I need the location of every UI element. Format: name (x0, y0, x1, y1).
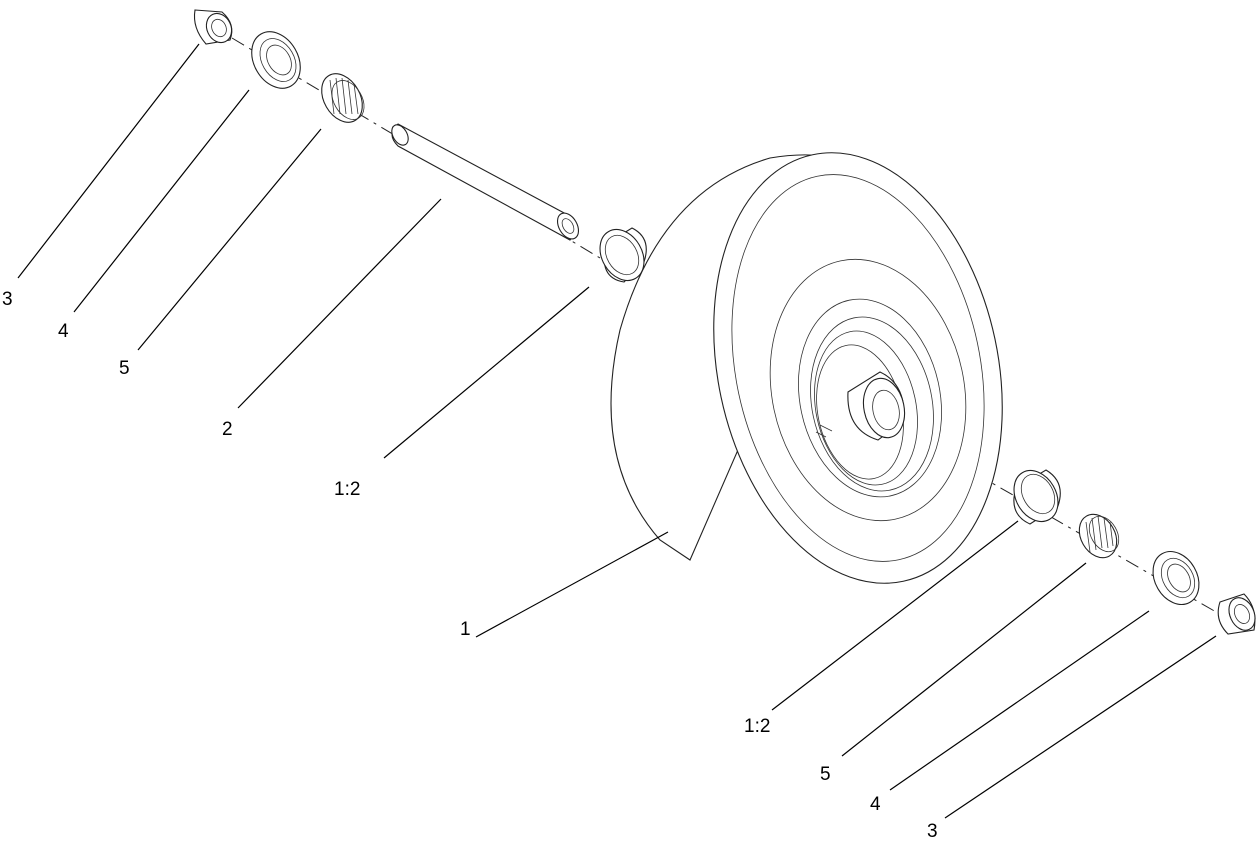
seal-bottom (1152, 551, 1200, 605)
bearing-cup-bottom (1013, 469, 1061, 525)
leader-5-bottom (841, 562, 1087, 757)
leader-2 (237, 198, 442, 409)
callout-5-bottom: 5 (820, 764, 831, 785)
wheel-assembly (610, 152, 1003, 584)
callout-1: 1 (460, 619, 471, 640)
callout-1-2-bottom: 1:2 (744, 716, 771, 737)
bearing-cup-top (599, 227, 647, 283)
spacer-nut-bottom (1217, 593, 1256, 635)
leader-1-2-bottom (771, 520, 1019, 711)
seal-top (251, 31, 301, 89)
callout-4-top: 4 (58, 321, 69, 342)
callout-3-bottom: 3 (927, 821, 938, 842)
callout-4-bottom: 4 (870, 794, 881, 815)
callout-2: 2 (222, 419, 233, 440)
leader-1-2-top (383, 286, 590, 459)
leader-3-top (17, 43, 200, 279)
leader-1 (475, 531, 669, 638)
leader-3-bottom (944, 635, 1217, 819)
spacer-nut-top (193, 9, 233, 45)
leader-5-top (137, 128, 322, 351)
bearing-cone-top (321, 73, 365, 123)
callout-5-top: 5 (119, 358, 130, 379)
callout-3-top: 3 (2, 289, 13, 310)
leader-4-top (73, 89, 250, 313)
callout-1-2-top: 1:2 (334, 479, 361, 500)
bearing-cone-bottom (1078, 513, 1120, 559)
leader-4-bottom (889, 610, 1150, 791)
axle-tube (391, 123, 580, 241)
